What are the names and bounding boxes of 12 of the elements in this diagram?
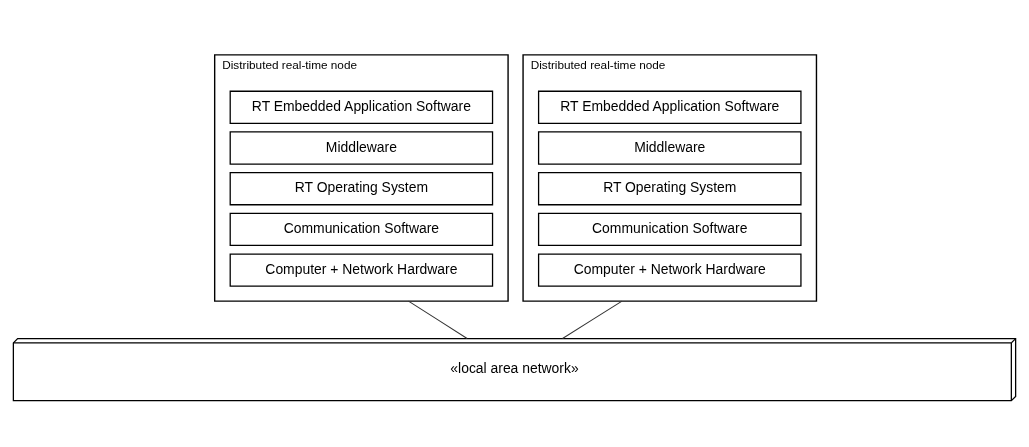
node-box: RT Embedded Application Software bbox=[229, 90, 494, 124]
node-box: Middleware bbox=[229, 131, 494, 165]
node-box: Computer + Network Hardware bbox=[537, 253, 802, 287]
connector bbox=[562, 300, 623, 339]
node-box: Middleware bbox=[537, 131, 802, 165]
node-box: Communication Software bbox=[229, 212, 494, 247]
node-box: RT Embedded Application Software bbox=[537, 90, 802, 124]
node-box: Computer + Network Hardware bbox=[229, 253, 494, 287]
node-box: Communication Software bbox=[537, 212, 802, 247]
connector bbox=[407, 300, 468, 339]
node-box: RT Operating System bbox=[229, 172, 494, 206]
node-box: RT Operating System bbox=[537, 172, 802, 206]
